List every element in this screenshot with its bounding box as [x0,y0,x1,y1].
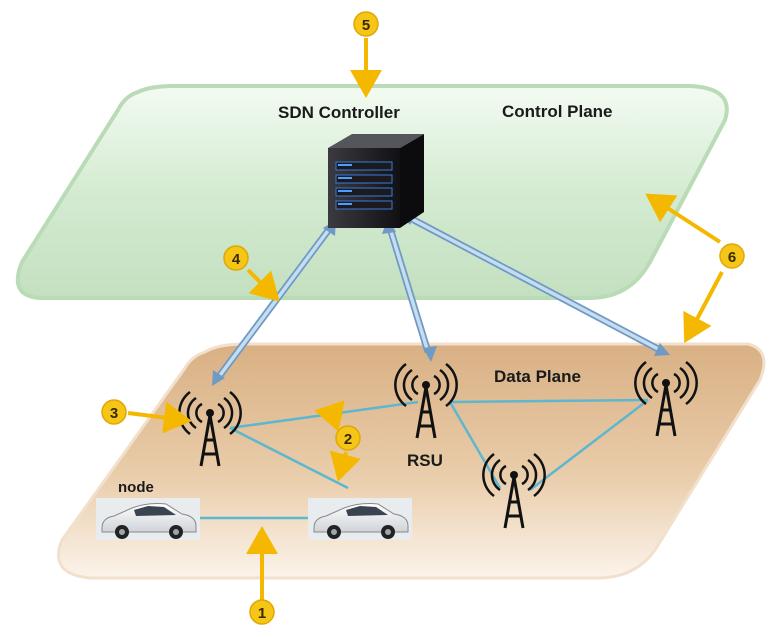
link-bottom-right-tower [529,399,649,491]
arrow-6-up [645,193,722,244]
antenna-tower-icon [634,360,698,437]
svg-text:2: 2 [344,431,352,448]
svg-text:3: 3 [110,405,118,422]
controller-label: SDN Controller [278,103,400,122]
car-icon [96,498,200,540]
svg-text:6: 6 [728,249,736,266]
svg-text:1: 1 [258,605,266,622]
badge-3: 3 [101,399,127,425]
arrow-3 [127,401,192,434]
link-left-tower-car-right [229,426,349,490]
badge-5: 5 [353,11,379,37]
server-icon [328,134,424,228]
link-rsu-right-tower [449,398,649,404]
arrow-6-down [683,271,724,344]
control-plane-label: Control Plane [502,102,613,121]
badge-1: 1 [249,599,275,625]
svg-text:5: 5 [362,17,370,34]
data-plane-label: Data Plane [494,367,581,386]
arrow-2-left [314,400,345,432]
antenna-tower-icon [482,452,546,529]
svg-text:4: 4 [232,251,241,268]
badge-6: 6 [719,243,745,269]
arrow-4 [246,268,280,302]
badge-4: 4 [223,245,249,271]
car-icon [308,498,412,540]
badge-2: 2 [335,425,361,451]
arrow-2-down [329,450,361,482]
antenna-tower-icon [394,362,458,439]
rsu-label: RSU [407,451,443,470]
node-label: node [118,479,154,496]
yellow-arrows [127,38,724,600]
